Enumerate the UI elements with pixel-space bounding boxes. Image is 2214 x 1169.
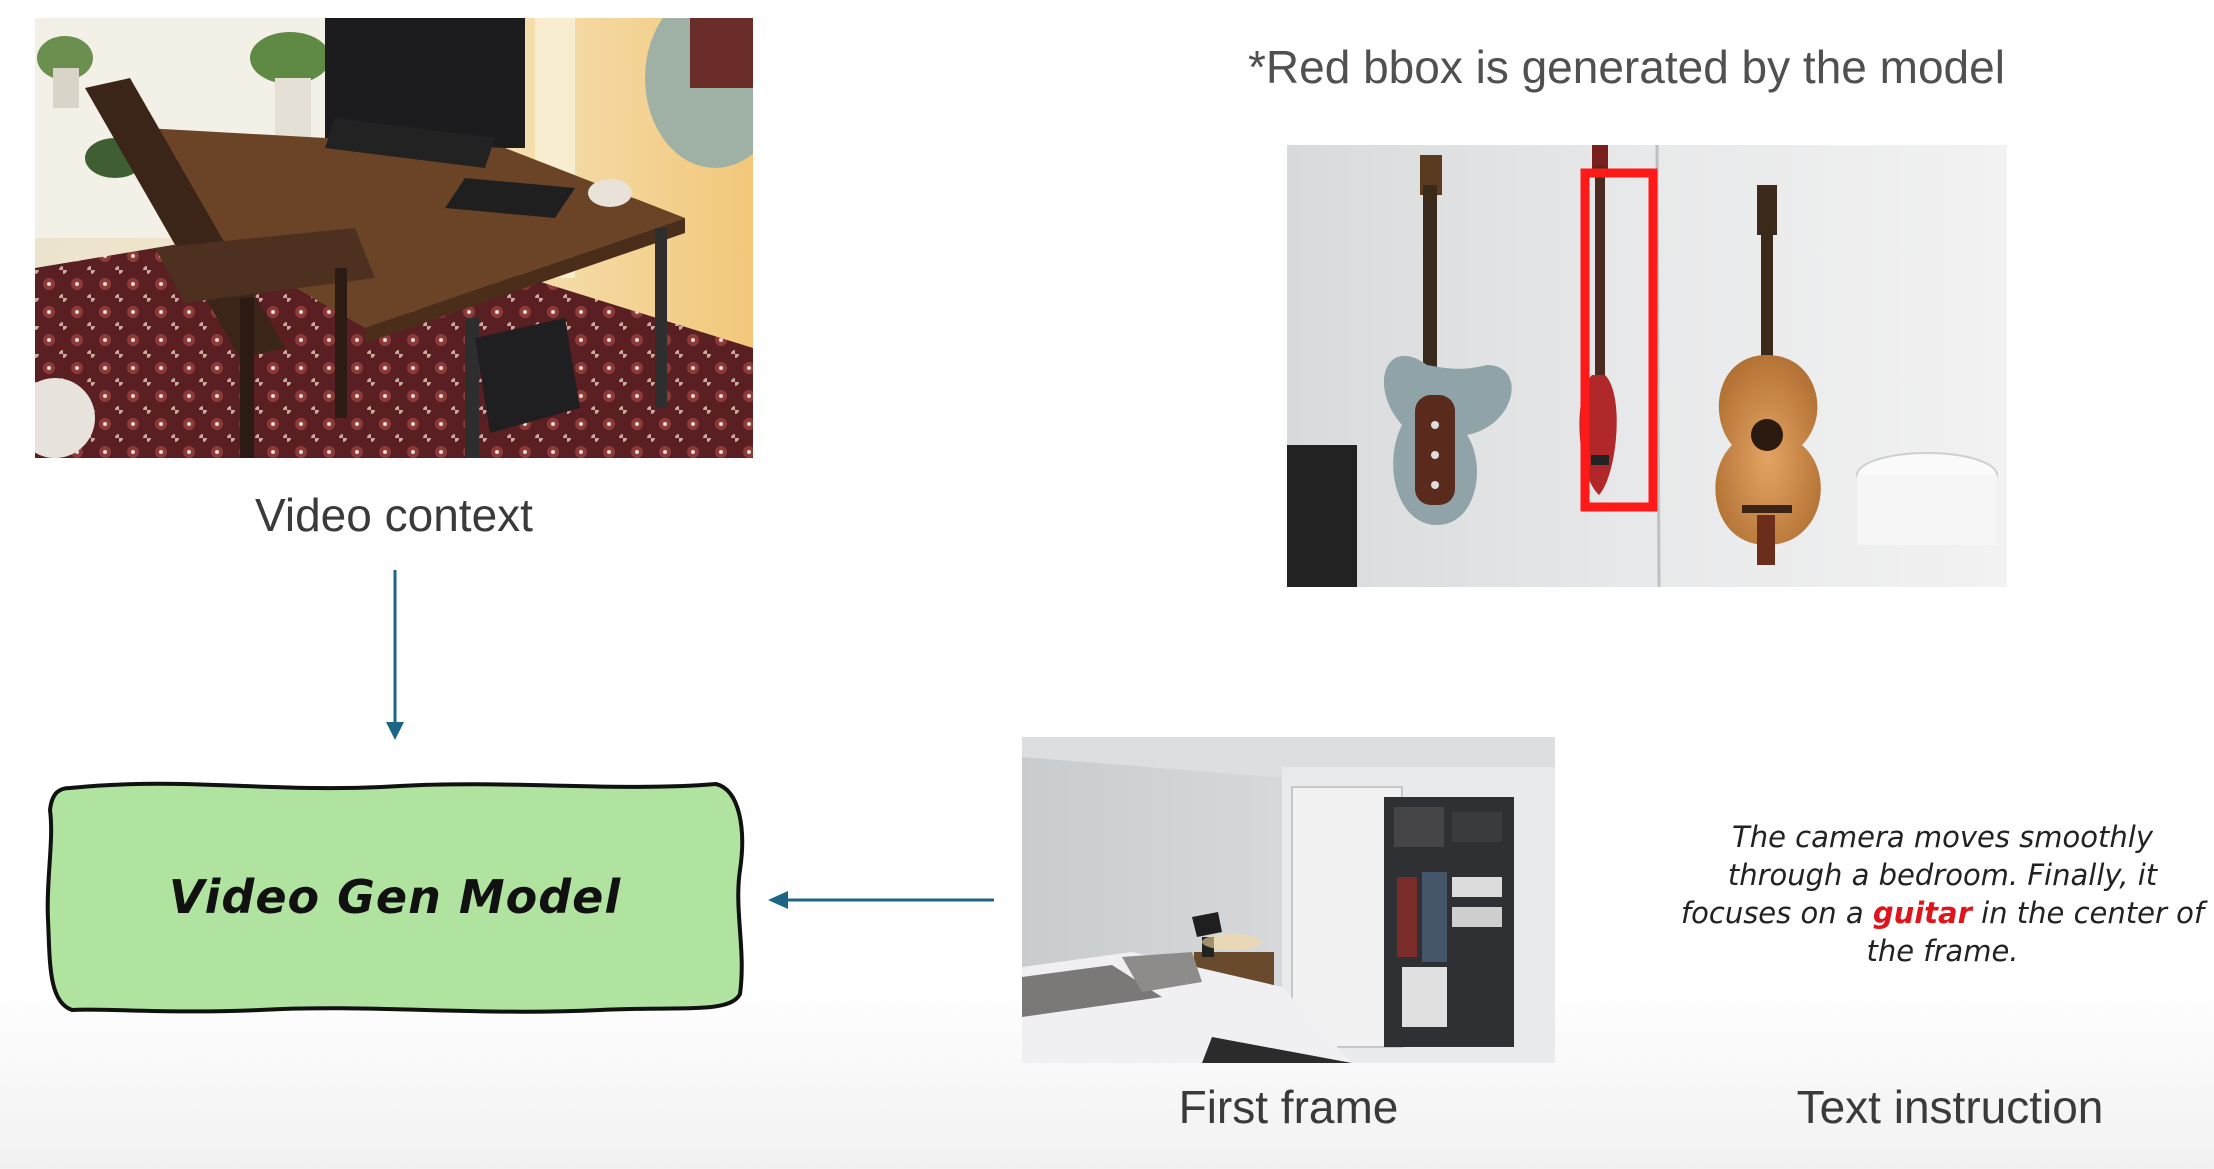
video-context-caption: Video context (255, 489, 533, 541)
bbox-note: *Red bbox is generated by the model (1248, 41, 2005, 93)
arrow-frame-to-model (768, 891, 994, 909)
text-instruction-caption: Text instruction (1796, 1081, 2104, 1133)
arrow-context-to-model (386, 570, 404, 740)
instruction-highlight-word: guitar (1872, 896, 1972, 930)
model-label: Video Gen Model (168, 870, 622, 924)
instruction-text-after: in the center of the frame. (1866, 896, 2205, 968)
first-frame-caption: First frame (1178, 1081, 1399, 1133)
first-frame-image (1022, 737, 1555, 1063)
video-gen-model-block: Video Gen Model (40, 770, 750, 1026)
video-context-image (35, 18, 753, 458)
output-frame-image (1287, 145, 2007, 587)
text-instruction-body: The camera moves smoothly through a bedr… (1680, 818, 2205, 970)
instruction-text-before: The camera moves smoothly through a bedr… (1680, 820, 2158, 930)
